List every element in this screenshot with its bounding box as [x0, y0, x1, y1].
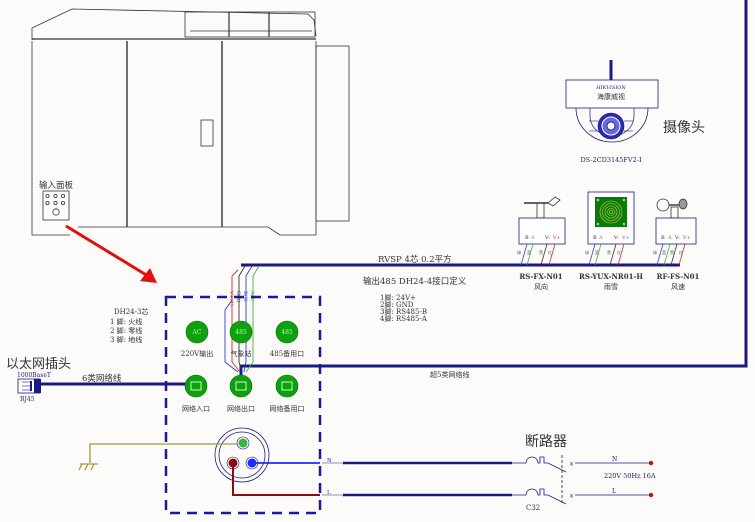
svg-text:485: 485	[235, 329, 247, 336]
svg-text:B: B	[525, 235, 529, 241]
svg-text:V+: V+	[552, 235, 561, 241]
svg-text:B: B	[593, 235, 597, 241]
breaker-icon[interactable]: × ×	[512, 455, 651, 505]
svg-text:蓝: 蓝	[527, 249, 531, 255]
port-485-weather[interactable]: 485	[229, 320, 253, 344]
svg-text:V+(1): V+(1)	[228, 290, 235, 306]
sensor-wind-direction: B A V- V+	[518, 196, 566, 266]
rs485-pin-1: 1脚: 24V+	[380, 293, 416, 302]
svg-text:V-: V-	[613, 235, 619, 241]
svg-text:A: A	[530, 235, 535, 241]
port-network-spare[interactable]	[275, 374, 299, 398]
sensor-rain-snow-model: RS-YUX-NR01-H	[579, 272, 643, 281]
breaker-title: 断路器	[525, 434, 567, 450]
rs485-pin-3: 3脚: RS485-B	[380, 307, 427, 316]
cabinet-drawing	[31, 8, 350, 236]
rs485-pin-2: 2脚: GND	[380, 300, 414, 309]
camera-title: 摄像头	[663, 120, 705, 136]
rs485-pin-4: 4脚: RS485-A	[380, 314, 428, 323]
port-network-spare-label: 网络备用口	[270, 404, 305, 413]
junction-box-outline	[164, 295, 322, 515]
svg-text:蓝: 蓝	[595, 249, 599, 255]
ethernet-port-icon	[281, 381, 293, 391]
input-panel-label: 输入面板	[39, 180, 74, 191]
supply-n-label: N	[612, 456, 617, 463]
rs485-wires	[224, 265, 260, 373]
svg-text:绿: 绿	[585, 249, 589, 255]
svg-text:B(3): B(3)	[242, 291, 249, 302]
svg-text:B: B	[661, 235, 665, 241]
port-network-out[interactable]	[229, 374, 253, 398]
svg-text:红: 红	[548, 249, 552, 255]
power-plug-pin-2: 2 脚: 零线	[110, 326, 142, 335]
sensor-wind-direction-model: RS-FX-N01	[519, 272, 562, 281]
port-network-in-label: 网络入口	[182, 404, 210, 413]
sensor-wind-speed: B A V- V+	[655, 198, 697, 266]
svg-text:黑: 黑	[539, 250, 543, 255]
svg-text:红: 红	[679, 249, 683, 255]
ethernet-spec: 1000BaseT	[17, 372, 51, 379]
l-wire-label: L	[327, 490, 331, 496]
camera-brand-cn: 海康威视	[597, 92, 625, 101]
svg-text:黑: 黑	[607, 250, 611, 255]
wind-vane-icon	[524, 196, 561, 219]
breaker-model: C32	[526, 504, 540, 512]
svg-text:×: ×	[569, 461, 574, 468]
supply-spec: 220V 50Hz 16A	[604, 472, 656, 480]
ethernet-port-icon	[235, 381, 247, 391]
svg-text:V+: V+	[682, 235, 691, 241]
live-wire	[232, 467, 320, 496]
arrow-icon	[65, 224, 157, 283]
svg-text:蓝: 蓝	[662, 249, 666, 255]
sensor-wind-direction-name: 风向	[534, 282, 548, 291]
port-485-spare[interactable]: 485	[275, 320, 299, 344]
port-485-spare-label: 485备用口	[270, 349, 304, 358]
port-ac[interactable]: AC	[185, 320, 209, 344]
svg-text:×: ×	[569, 493, 574, 500]
sensor-wind-speed-model: RF-FS-N01	[657, 272, 700, 281]
camera-icon	[565, 60, 659, 143]
l-terminal	[648, 492, 654, 498]
ethernet-connector: RJ45	[20, 396, 35, 403]
ethernet-port-icon	[190, 381, 202, 391]
supply-l-label: L	[612, 488, 616, 495]
port-network-in[interactable]	[184, 374, 208, 398]
power-plug-pin-1: 1 脚: 火线	[110, 317, 142, 326]
svg-text:绿: 绿	[653, 249, 657, 255]
n-terminal	[648, 460, 654, 466]
port-network-out-label: 网络出口	[227, 404, 255, 413]
sensor-rain-snow-name: 雨雪	[604, 283, 618, 291]
power-plug-title: DH24-3芯	[114, 307, 148, 316]
sensor-wire-tags: 绿 蓝 黑 红 绿 蓝 黑 红 绿 蓝 黑 红	[517, 249, 683, 255]
svg-text:AC: AC	[192, 329, 202, 336]
svg-text:V+: V+	[621, 235, 630, 241]
bus-cables	[40, 0, 748, 392]
earth-wire	[78, 443, 238, 471]
cat6-cable-label: 6类网络线	[82, 373, 122, 384]
power-plug-pin-3: 3 脚: 地线	[110, 335, 142, 344]
svg-text:A: A	[598, 235, 603, 241]
svg-text:V-: V-	[674, 235, 680, 241]
rvsp-cable-label: RVSP 4芯 0.2平方	[378, 254, 452, 265]
port-ac-label: 220V输出	[181, 349, 213, 358]
n-wire-label: N	[327, 458, 332, 464]
svg-text:V-: V-	[544, 235, 550, 241]
svg-text:A: A	[667, 235, 672, 241]
port-485-weather-label: 气象站	[231, 349, 252, 358]
rs485-definition-title: 输出485 DH24-4接口定义	[363, 276, 467, 287]
svg-text:黑: 黑	[670, 250, 674, 255]
anemometer-icon	[656, 198, 688, 219]
ethernet-title: 以太网插头	[6, 357, 71, 372]
sensor-wind-speed-name: 风速	[671, 283, 685, 291]
svg-text:绿: 绿	[517, 249, 521, 255]
camera-brand: HIKVISION	[595, 85, 626, 91]
camera-model: DS-2CD3145FV2-I	[580, 156, 641, 164]
svg-text:485: 485	[281, 329, 293, 336]
cat5e-cable-label: 超5类网络线	[430, 370, 469, 379]
rj45-plug-icon	[17, 378, 41, 394]
sensor-rain-snow: B A V- V+	[587, 191, 635, 266]
svg-text:红: 红	[617, 249, 621, 255]
power-socket-icon	[214, 427, 270, 483]
